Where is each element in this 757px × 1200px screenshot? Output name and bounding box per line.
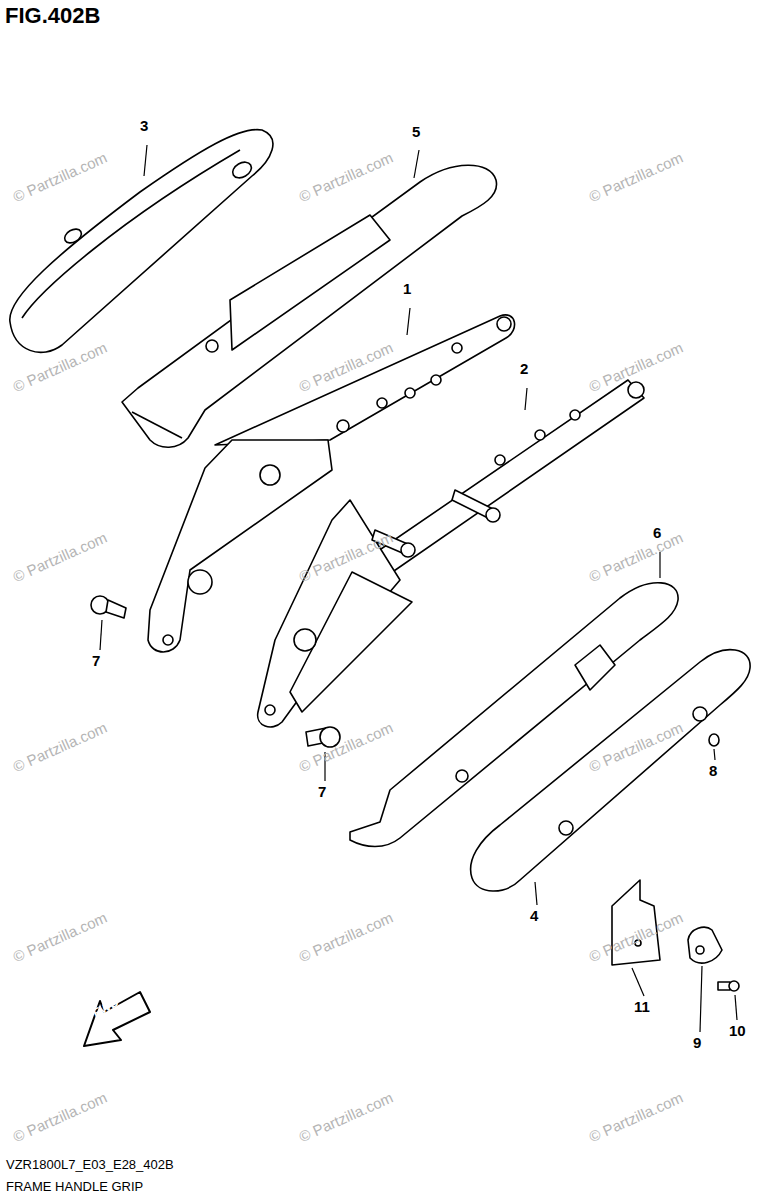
callout-number: 7	[92, 653, 100, 670]
callout-number: 3	[140, 118, 148, 135]
watermark: © Partzilla.com	[587, 150, 686, 206]
callout-number: 4	[530, 908, 538, 925]
callout-number: 5	[412, 124, 420, 141]
watermark: © Partzilla.com	[297, 1090, 396, 1146]
watermark: © Partzilla.com	[11, 720, 110, 776]
watermark: © Partzilla.com	[11, 150, 110, 206]
watermark: © Partzilla.com	[587, 1090, 686, 1146]
callout-number: 11	[634, 999, 650, 1016]
watermark: © Partzilla.com	[297, 720, 396, 776]
callout-number: 7	[318, 784, 326, 801]
watermark: © Partzilla.com	[11, 1090, 110, 1146]
screw	[91, 596, 126, 618]
callout-number: 1	[403, 281, 411, 298]
forward-arrow	[84, 992, 150, 1046]
figure-caption: FRAME HANDLE GRIP	[6, 1180, 143, 1194]
callout-number: 10	[729, 1023, 746, 1040]
callout-number: 2	[520, 361, 528, 378]
watermark: © Partzilla.com	[11, 530, 110, 586]
screw	[718, 981, 739, 991]
callout-number: 9	[693, 1035, 701, 1052]
grip-cover	[350, 583, 678, 847]
clamp	[688, 927, 722, 963]
callout-number: 8	[709, 763, 717, 780]
watermark: © Partzilla.com	[297, 150, 396, 206]
figure-title: FIG.402B	[5, 4, 100, 28]
watermark: © Partzilla.com	[587, 530, 686, 586]
watermark: © Partzilla.com	[297, 910, 396, 966]
grip-bracket	[258, 380, 644, 727]
nut	[709, 734, 719, 746]
watermark: © Partzilla.com	[11, 910, 110, 966]
grip-cover	[471, 650, 751, 891]
figure-code: VZR1800L7_E03_E28_402B	[6, 1158, 174, 1172]
leader-lines	[100, 145, 737, 1032]
